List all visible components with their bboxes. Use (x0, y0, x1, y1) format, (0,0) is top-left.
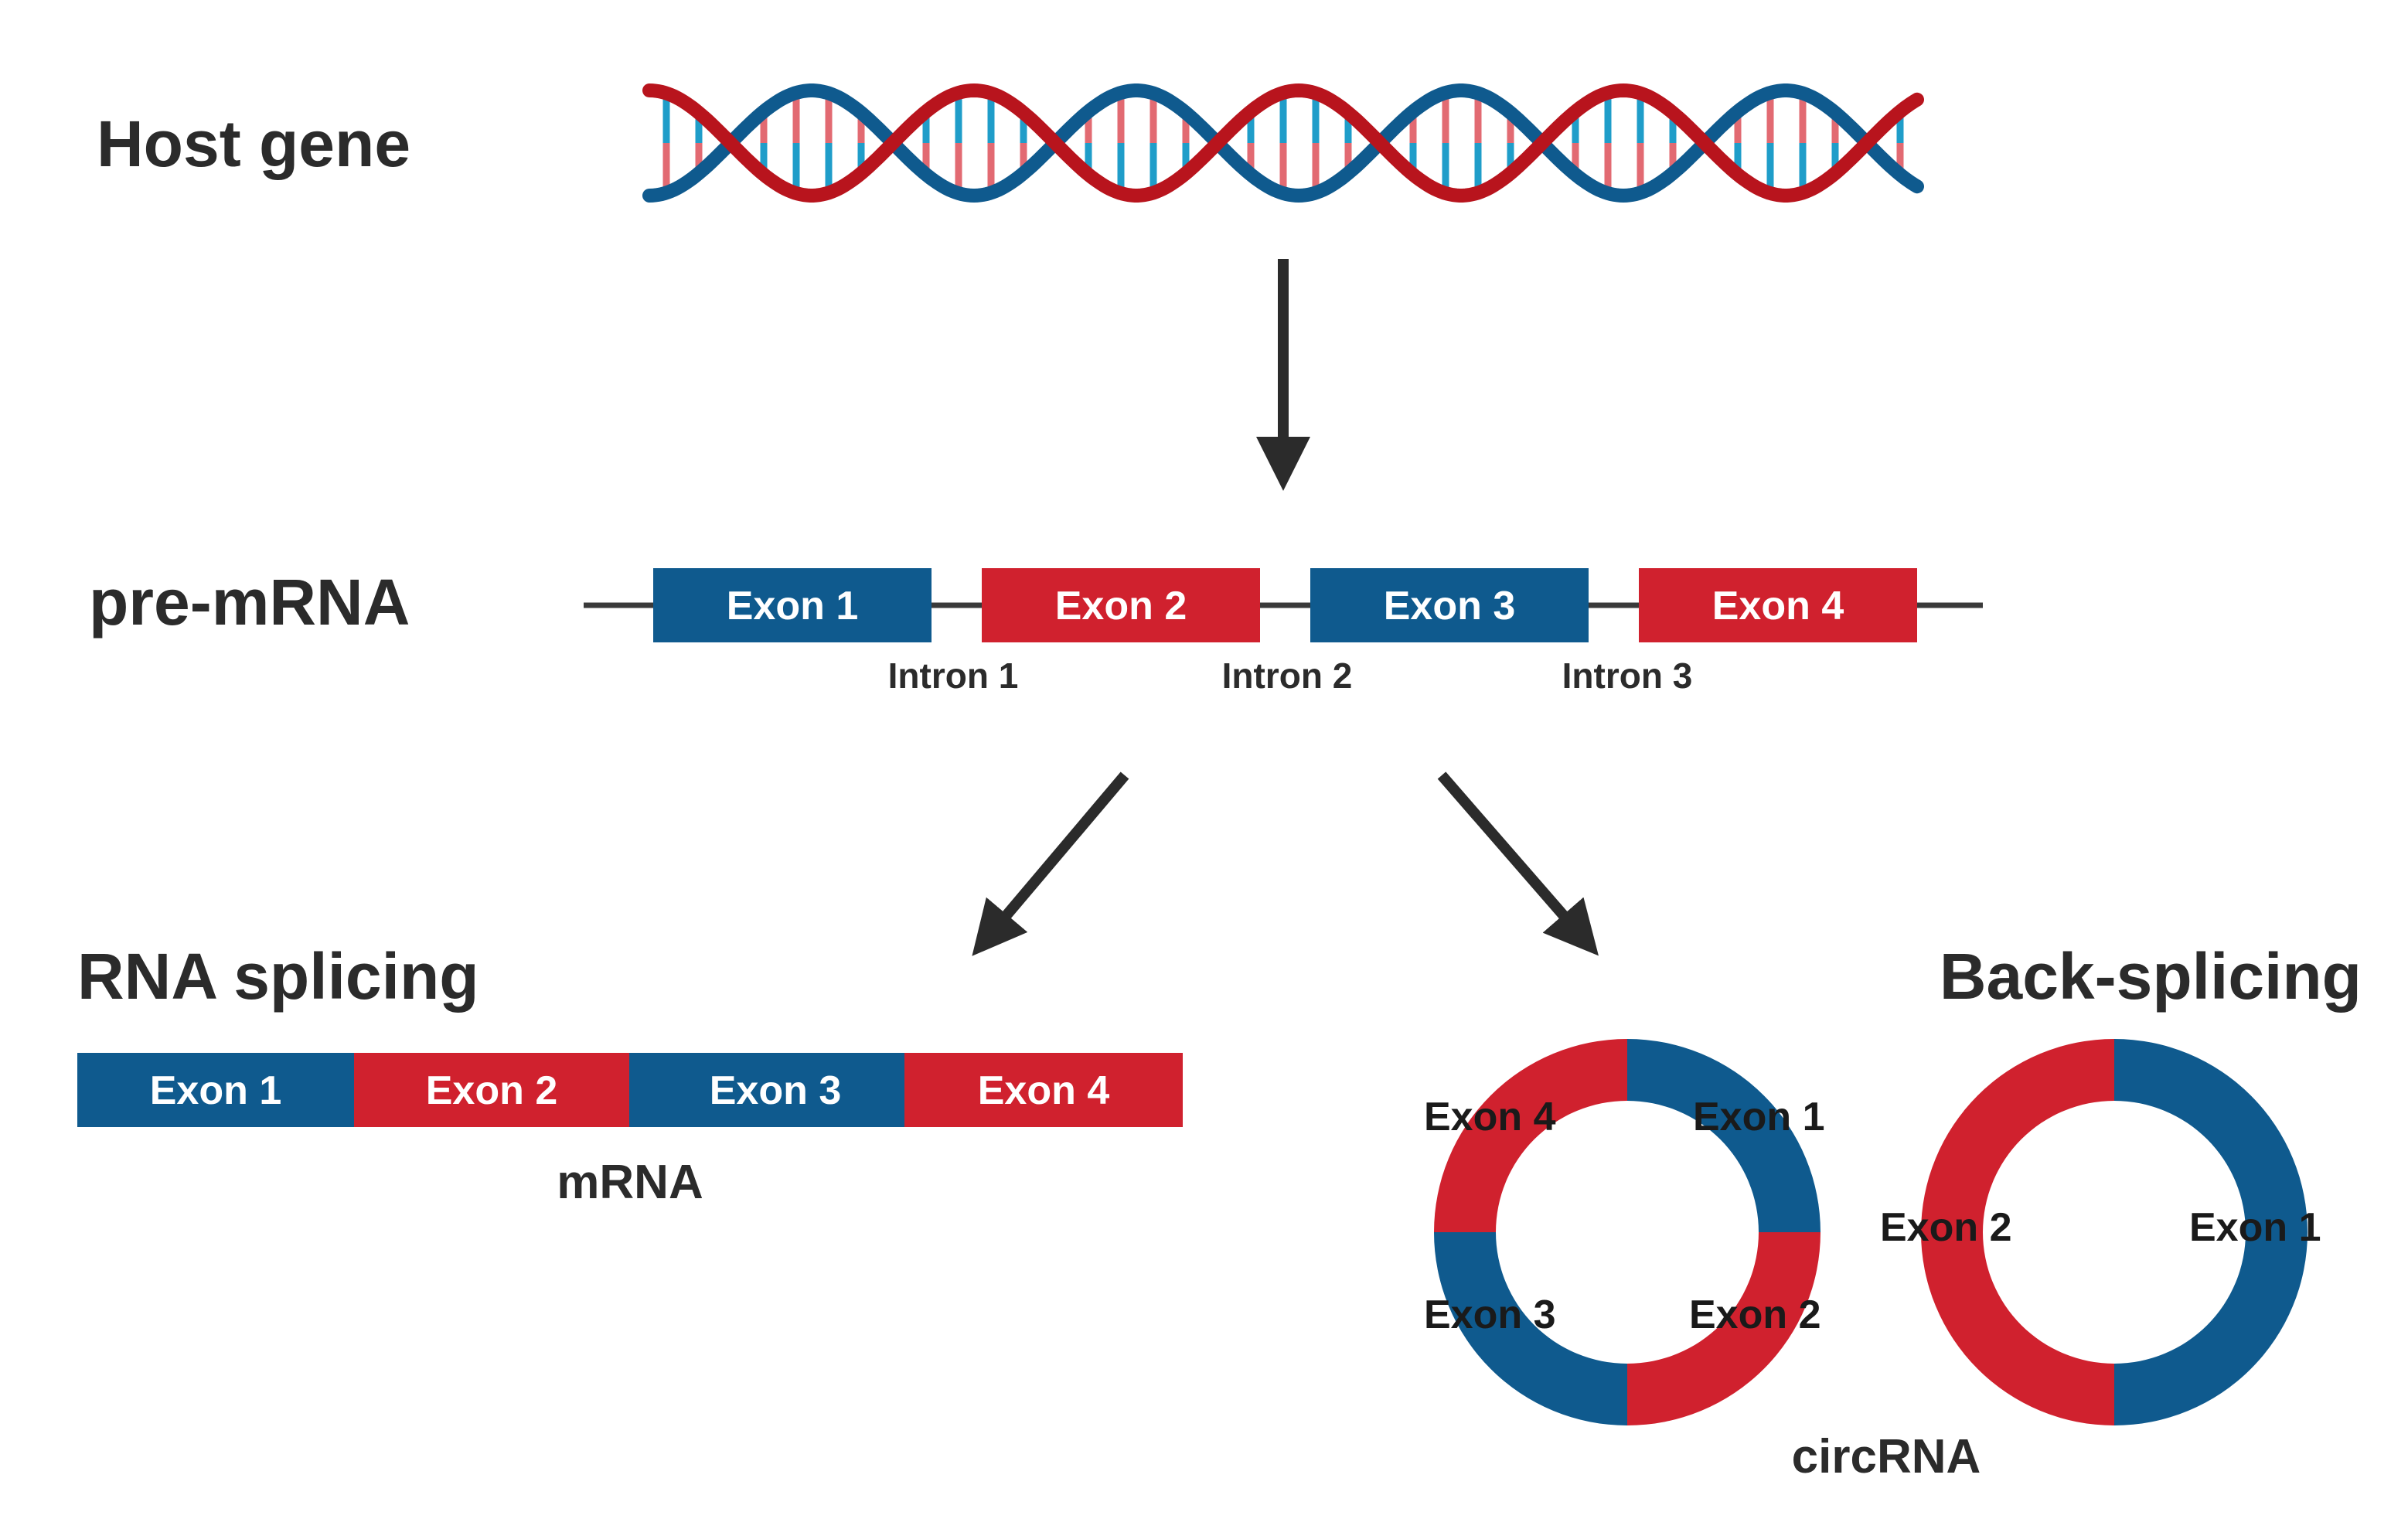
ring2-label-exon-2: Exon 2 (1880, 1205, 2012, 1250)
dna-double-helix-icon (642, 83, 1924, 203)
ring4-label-exon-2: Exon 2 (1689, 1292, 1821, 1337)
rna-splicing-label: RNA splicing (77, 940, 479, 1013)
intron-3-label: Intron 3 (1562, 656, 1693, 696)
ring-segment (1921, 1039, 2114, 1425)
mrna-exon-2: Exon 2 (354, 1053, 629, 1127)
exon-label: Exon 2 (1055, 584, 1187, 628)
ring4-label-exon-1: Exon 1 (1693, 1095, 1825, 1139)
exon-label: Exon 4 (1712, 584, 1844, 628)
mrna-exon-1: Exon 1 (77, 1053, 354, 1127)
exon-label: Exon 3 (1384, 584, 1516, 628)
ring-segment (1627, 1039, 1820, 1232)
ring4-label-exon-4: Exon 4 (1424, 1095, 1556, 1139)
circrna-two-exon-ring (1921, 1039, 2308, 1425)
pre-mrna-exon-4: Exon 4 (1639, 568, 1917, 642)
pre-mrna-exon-3: Exon 3 (1310, 568, 1589, 642)
ring-segment (1434, 1039, 1627, 1232)
circrna-label: circRNA (1792, 1430, 1981, 1483)
exon-label: Exon 4 (978, 1068, 1110, 1113)
mrna-label: mRNA (557, 1156, 703, 1209)
intron-2-label: Intron 2 (1222, 656, 1353, 696)
mrna-exon-4: Exon 4 (904, 1053, 1183, 1127)
host-gene-label: Host gene (97, 107, 410, 180)
pre-mrna-exon-2: Exon 2 (982, 568, 1260, 642)
pre-mrna-label: pre-mRNA (89, 566, 410, 639)
back-splicing-label: Back-splicing (1940, 940, 2362, 1013)
mrna-exon-3: Exon 3 (629, 1053, 904, 1127)
ring4-label-exon-3: Exon 3 (1424, 1292, 1556, 1337)
exon-label: Exon 1 (150, 1068, 282, 1113)
exon-label: Exon 3 (710, 1068, 842, 1113)
pre-mrna-exon-1: Exon 1 (653, 568, 932, 642)
splicing-arrow (972, 771, 1129, 956)
ring-segment (1627, 1232, 1820, 1425)
ring2-label-exon-1: Exon 1 (2189, 1205, 2321, 1250)
back-splicing-arrow (1437, 771, 1599, 956)
ring-segment (2114, 1039, 2308, 1425)
exon-label: Exon 1 (727, 584, 859, 628)
ring-segment (1434, 1232, 1627, 1425)
circrna-four-exon-ring (1434, 1039, 1820, 1425)
exon-label: Exon 2 (426, 1068, 558, 1113)
dna-strand (642, 83, 1924, 203)
intron-1-label: Intron 1 (888, 656, 1019, 696)
